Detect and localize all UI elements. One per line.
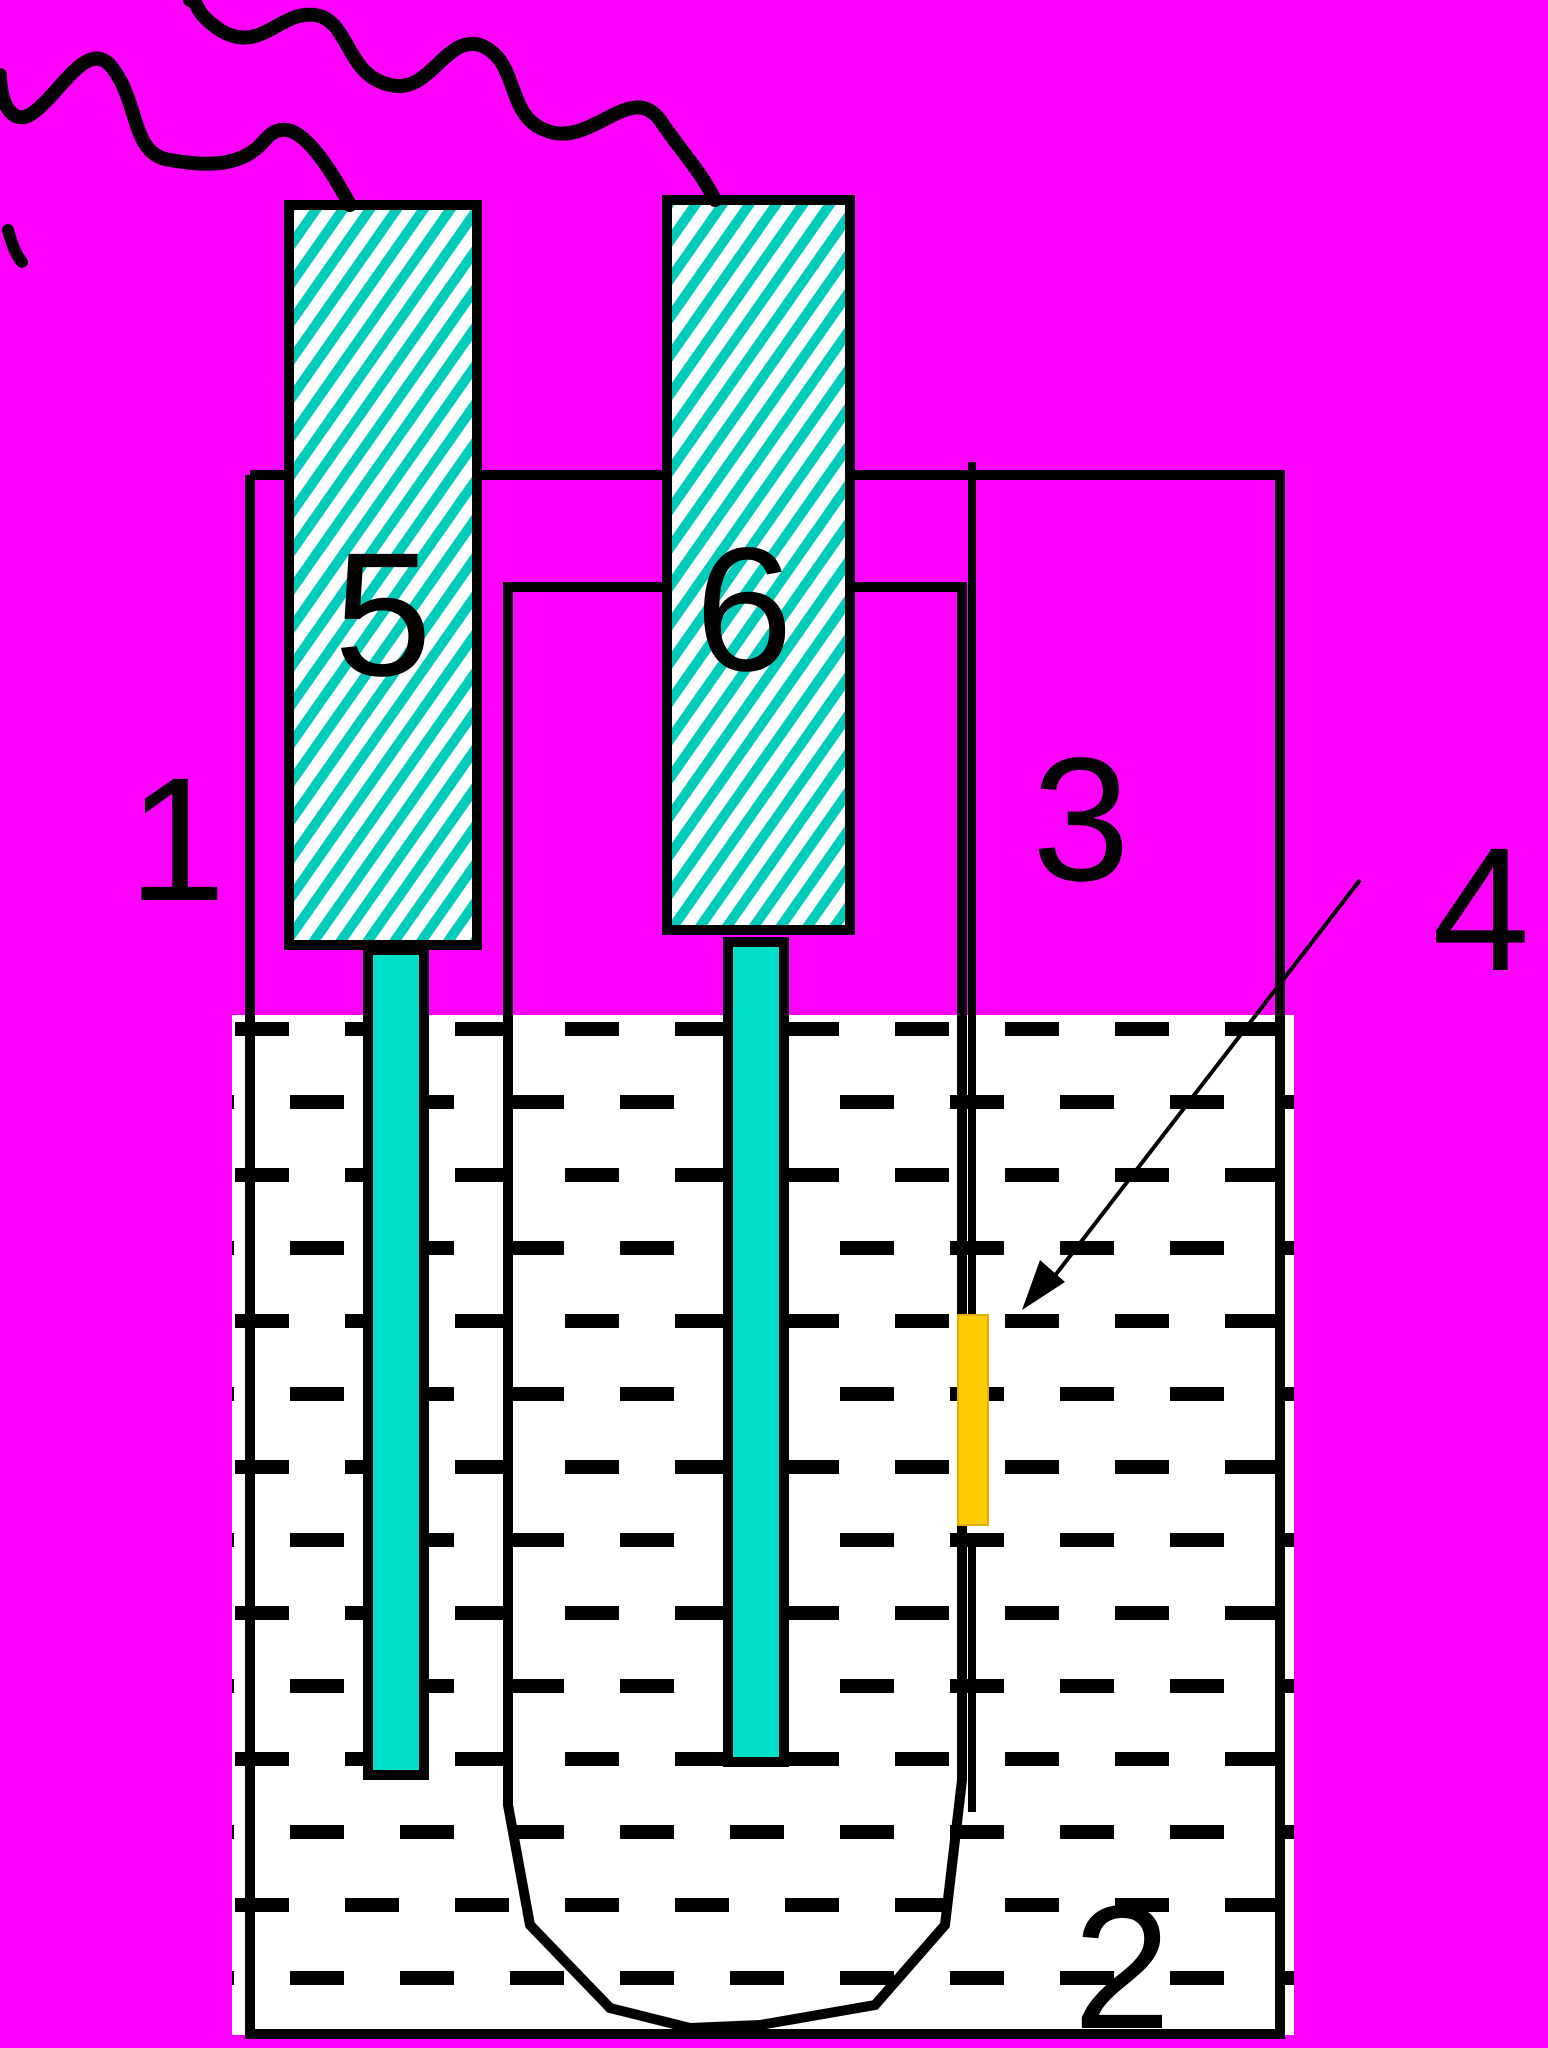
label-1: 1 <box>128 742 226 938</box>
label-5: 5 <box>334 517 432 713</box>
wire-electrode-5 <box>0 51 357 212</box>
electrode-6-housing <box>662 195 855 935</box>
label-3: 3 <box>1032 722 1130 918</box>
electrode-5-rod <box>363 945 429 1780</box>
label-2: 2 <box>1073 1870 1171 2048</box>
wire-electrode-6 <box>183 0 722 207</box>
label-6: 6 <box>695 512 793 708</box>
electrode-6-rod <box>723 937 789 1767</box>
outer-vessel-outline <box>245 470 1285 2039</box>
electrode-5-housing <box>284 200 482 950</box>
wire-end-left <box>2 224 28 268</box>
element-4-bar <box>957 1314 989 1526</box>
label-4-leader-line <box>1038 878 1362 1297</box>
label-4-arrowhead <box>1022 1260 1065 1310</box>
label-4: 4 <box>1432 812 1530 1008</box>
